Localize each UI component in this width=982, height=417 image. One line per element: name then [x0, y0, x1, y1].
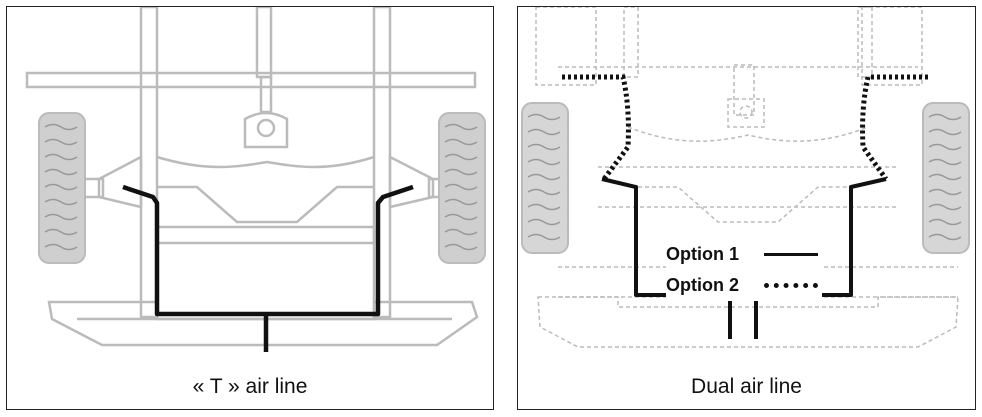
right-wheel — [922, 102, 970, 254]
left-wheel — [38, 112, 86, 264]
right-wheel — [438, 112, 486, 264]
legend-option-2-swatch — [764, 283, 818, 288]
chassis-outline — [25, 7, 479, 347]
legend-option-2-label: Option 2 — [666, 275, 739, 295]
t-air-line — [122, 184, 414, 352]
dual-air-line-diagram: Option 1 Option 2 Dual air line — [517, 6, 976, 410]
option-2-air-line-left — [562, 74, 631, 181]
t-air-line-drawing — [25, 7, 486, 352]
legend: Option 1 Option 2 — [666, 239, 822, 301]
t-air-line-diagram: « T » air line — [6, 6, 494, 410]
legend-option-1: Option 1 — [666, 239, 822, 270]
legend-option-1-label: Option 1 — [666, 244, 739, 264]
dual-air-line-drawing — [521, 7, 970, 348]
option-2-air-line-right — [860, 74, 928, 181]
legend-option-1-swatch — [764, 253, 818, 256]
left-wheel — [521, 102, 569, 254]
legend-option-2: Option 2 — [666, 270, 822, 301]
left-panel-caption: « T » air line — [192, 375, 308, 398]
option-1-air-line-left — [601, 177, 732, 339]
right-panel-caption: Dual air line — [691, 375, 802, 398]
chassis-outline-dashed — [535, 7, 959, 348]
option-1-air-line-right — [754, 177, 887, 339]
